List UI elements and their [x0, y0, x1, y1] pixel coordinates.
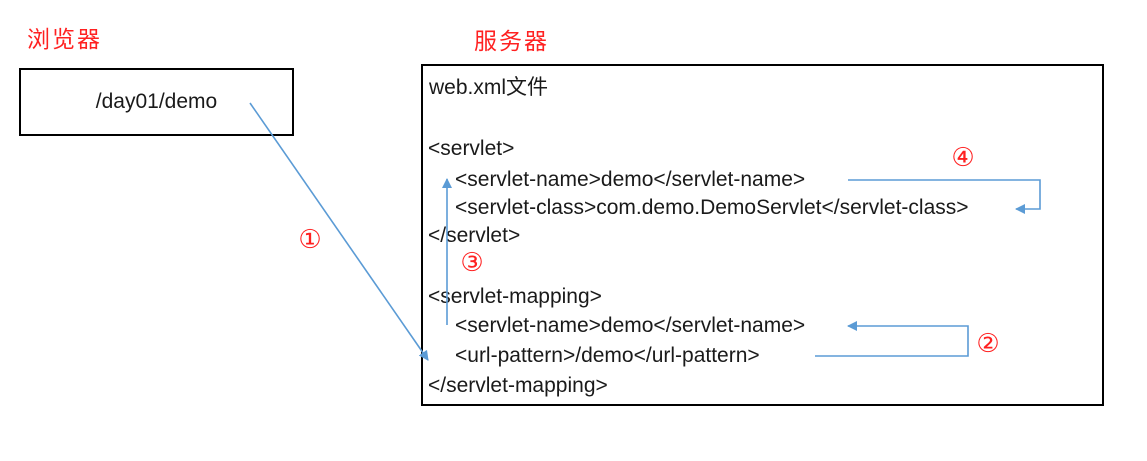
xml-url-pattern-line: <url-pattern>/demo</url-pattern>: [455, 344, 760, 367]
xml-servlet-class-line: <servlet-class>com.demo.DemoServlet</ser…: [455, 196, 969, 219]
webxml-file-title: web.xml文件: [429, 76, 549, 99]
xml-mapping-open-tag: <servlet-mapping>: [428, 285, 602, 308]
xml-mapping-servlet-name-line: <servlet-name>demo</servlet-name>: [455, 314, 806, 337]
server-section-title: 服务器: [474, 29, 549, 54]
xml-servlet-open-tag: <servlet>: [428, 137, 515, 160]
arrow-step1-request-to-url-pattern: [249, 102, 429, 361]
browser-request-box: /day01/demo: [19, 68, 294, 136]
step-1-badge: ①: [298, 225, 322, 255]
step-4-badge: ④: [951, 143, 975, 173]
xml-servlet-name-line: <servlet-name>demo</servlet-name>: [455, 168, 806, 191]
step-2-badge: ②: [976, 329, 1000, 359]
browser-section-title: 浏览器: [27, 27, 102, 52]
request-url-text: /day01/demo: [95, 90, 218, 113]
xml-servlet-close-tag: </servlet>: [428, 224, 521, 247]
xml-mapping-close-tag: </servlet-mapping>: [428, 374, 608, 397]
step-3-badge: ③: [460, 248, 484, 278]
server-webxml-box: [421, 64, 1104, 406]
